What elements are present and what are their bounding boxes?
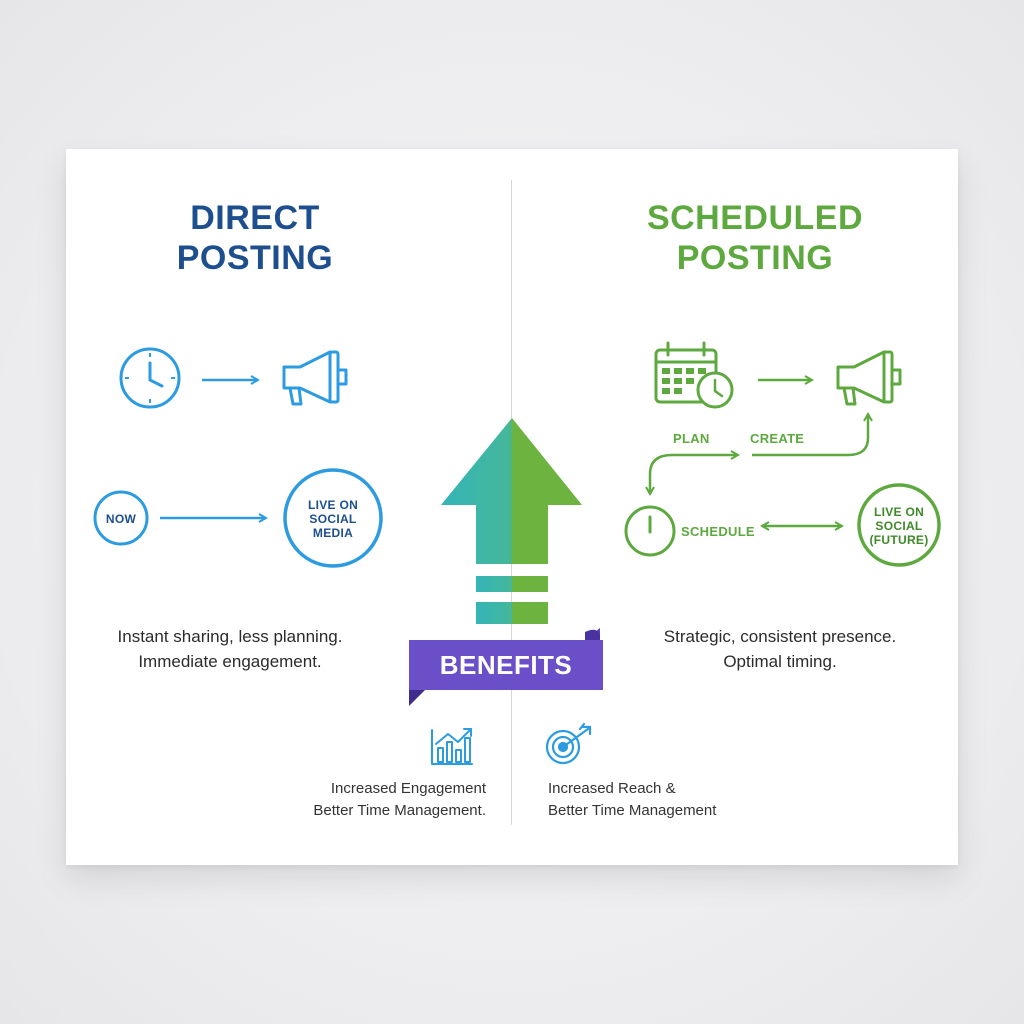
growth-chart-icon	[431, 728, 473, 765]
direct-bottom-line2: Better Time Management.	[313, 802, 486, 819]
megaphone-icon	[836, 350, 902, 406]
arrow-bar-top	[476, 576, 548, 592]
calendar-grid	[662, 368, 706, 394]
direct-description: Instant sharing, less planning. Immediat…	[80, 624, 380, 674]
direct-benefits-caption: Increased Engagement Better Time Managem…	[276, 778, 486, 822]
scheduled-posting-title: SCHEDULED POSTING	[610, 198, 900, 278]
up-arrow-icon	[441, 418, 582, 564]
scheduled-title-line2: POSTING	[676, 239, 834, 277]
scheduled-description: Strategic, consistent presence. Optimal …	[630, 624, 930, 674]
direct-title-line2: POSTING	[176, 239, 334, 277]
direct-bottom-line1: Increased Engagement	[330, 780, 486, 797]
live-future-node	[857, 483, 941, 567]
scheduled-bottom-line1: Increased Reach &	[548, 780, 676, 797]
benefits-label: BENEFITS	[439, 650, 573, 680]
live-social-line3: MEDIA	[312, 526, 354, 540]
live-social-node	[283, 468, 383, 568]
live-future-line1: LIVE ON	[873, 505, 925, 519]
scheduled-title-line1: SCHEDULED	[646, 199, 864, 237]
live-social-line1: LIVE ON	[307, 498, 359, 512]
calendar-clock-icon	[654, 341, 718, 404]
scheduled-benefits-caption: Increased Reach & Better Time Management	[548, 778, 768, 822]
megaphone-icon	[282, 350, 348, 406]
now-label-text: NOW	[105, 512, 137, 526]
live-social-label: LIVE ON SOCIAL MEDIA	[293, 498, 373, 540]
create-flow-line	[752, 414, 868, 457]
scheduled-desc-line1: Strategic, consistent presence.	[663, 627, 897, 646]
scheduled-desc-line2: Optimal timing.	[723, 652, 837, 671]
direct-desc-line2: Immediate engagement.	[138, 652, 322, 671]
stopwatch-icon	[624, 505, 676, 557]
create-label: CREATE	[750, 431, 805, 446]
benefits-ribbon	[409, 628, 603, 706]
live-future-line2: SOCIAL	[875, 519, 923, 533]
plan-label: PLAN	[673, 431, 710, 446]
clock-icon	[119, 347, 181, 409]
direct-desc-line1: Instant sharing, less planning.	[117, 627, 343, 646]
direct-posting-title: DIRECT POSTING	[120, 198, 390, 278]
live-social-line2: SOCIAL	[309, 512, 357, 526]
now-label: NOW	[96, 512, 146, 526]
scheduled-bottom-line2: Better Time Management	[548, 802, 717, 819]
plan-flow-line	[650, 455, 738, 494]
live-future-line3: (FUTURE)	[869, 533, 929, 547]
live-future-label: LIVE ON SOCIAL (FUTURE)	[864, 505, 934, 547]
arrow-bar-bottom	[476, 602, 548, 624]
schedule-label: SCHEDULE	[681, 524, 755, 539]
calendar-clock-badge	[696, 371, 734, 409]
target-icon	[545, 722, 592, 765]
now-node	[93, 490, 149, 546]
direct-title-line1: DIRECT	[190, 199, 320, 237]
